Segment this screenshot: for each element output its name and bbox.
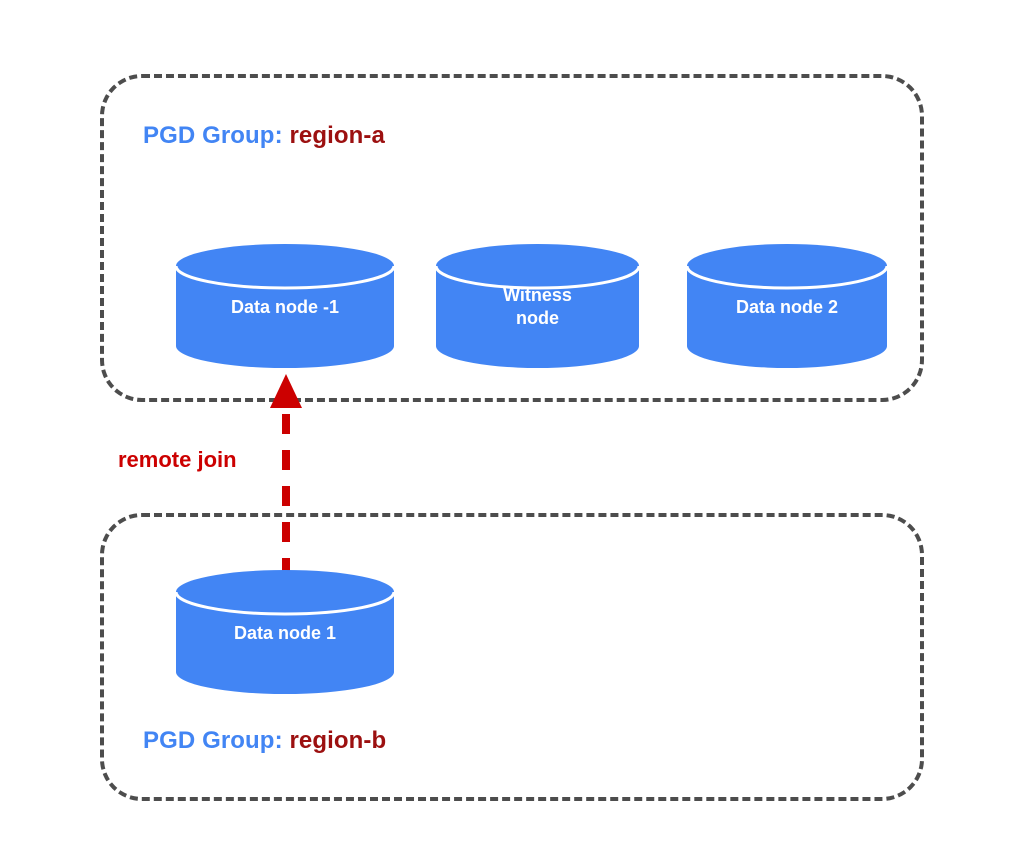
group-box-region-b <box>100 513 924 801</box>
remote-join-label: remote join <box>118 447 237 472</box>
cylinder-shape <box>436 244 639 368</box>
remote-join-arrow <box>270 374 302 578</box>
group-title-region: region-b <box>289 727 387 754</box>
group-box-region-a <box>100 74 924 402</box>
cylinder-shape <box>687 244 887 368</box>
group-title-region-a: PGD Group: region-a <box>143 122 385 150</box>
node-data-node-minus-1[interactable]: Data node -1 <box>176 244 394 368</box>
node-witness-node[interactable]: Witness node <box>436 244 639 368</box>
node-data-node-2[interactable]: Data node 2 <box>687 244 887 368</box>
node-data-node-1[interactable]: Data node 1 <box>176 570 394 694</box>
group-title-region-b: PGD Group: region-b <box>143 727 386 755</box>
group-title-prefix: PGD Group: <box>143 727 283 754</box>
cylinder-shape <box>176 244 394 368</box>
cylinder-shape <box>176 570 394 694</box>
group-title-region: region-a <box>289 122 385 149</box>
group-title-prefix: PGD Group: <box>143 122 283 149</box>
